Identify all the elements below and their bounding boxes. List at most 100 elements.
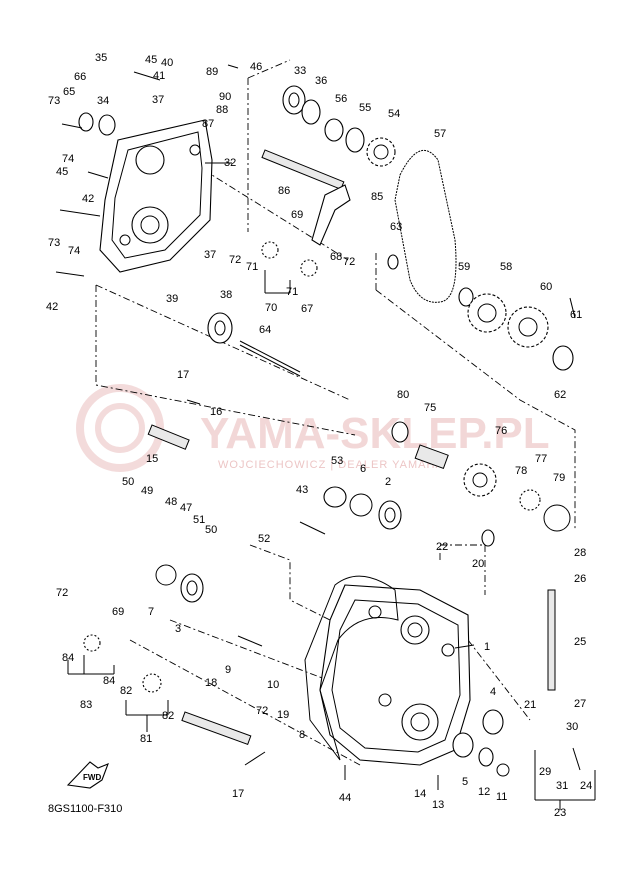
callout-41: 41 bbox=[153, 70, 165, 82]
gears bbox=[83, 137, 549, 693]
callout-24: 24 bbox=[580, 780, 592, 792]
callout-61: 61 bbox=[570, 309, 582, 321]
callout-50b: 50 bbox=[205, 524, 217, 536]
callout-labels: 1 2 3 4 5 6 7 8 9 10 11 12 13 14 15 16 1… bbox=[46, 52, 592, 819]
callout-67: 67 bbox=[301, 303, 313, 315]
forward-arrow-icon: FWD bbox=[66, 761, 109, 789]
callout-13: 13 bbox=[432, 799, 444, 811]
left-case-cover bbox=[99, 119, 213, 273]
callout-84b: 84 bbox=[103, 675, 115, 687]
watermark-subtitle: WOJCIECHOWICZ | DEALER YAMAHA bbox=[218, 459, 444, 471]
callout-69b: 69 bbox=[112, 606, 124, 618]
callout-75: 75 bbox=[424, 402, 436, 414]
callout-79: 79 bbox=[553, 472, 565, 484]
callout-5: 5 bbox=[462, 776, 468, 788]
callout-32: 32 bbox=[224, 157, 236, 169]
callout-78: 78 bbox=[515, 465, 527, 477]
callout-19: 19 bbox=[277, 709, 289, 721]
callout-14: 14 bbox=[414, 788, 426, 800]
callout-37b: 37 bbox=[204, 249, 216, 261]
callout-57: 57 bbox=[434, 128, 446, 140]
fwd-label: FWD bbox=[83, 773, 101, 782]
callout-71b: 71 bbox=[286, 286, 298, 298]
callout-45b: 45 bbox=[56, 166, 68, 178]
bearings bbox=[78, 85, 574, 767]
callout-84: 84 bbox=[62, 652, 74, 664]
callout-71: 71 bbox=[246, 261, 258, 273]
callout-15: 15 bbox=[146, 453, 158, 465]
callout-37: 37 bbox=[152, 94, 164, 106]
callout-35: 35 bbox=[95, 52, 107, 64]
callout-74: 74 bbox=[62, 153, 74, 165]
callout-60: 60 bbox=[540, 281, 552, 293]
callout-81: 81 bbox=[140, 733, 152, 745]
callout-42b: 42 bbox=[46, 301, 58, 313]
diagram-code: 8GS1100-F310 bbox=[48, 803, 122, 815]
callout-72d: 72 bbox=[256, 705, 268, 717]
callout-31: 31 bbox=[556, 780, 568, 792]
callout-54: 54 bbox=[388, 108, 400, 120]
circlips bbox=[155, 493, 571, 777]
callout-59: 59 bbox=[458, 261, 470, 273]
callout-65: 65 bbox=[63, 86, 75, 98]
callout-40: 40 bbox=[161, 57, 173, 69]
callout-42: 42 bbox=[82, 193, 94, 205]
callout-2: 2 bbox=[385, 476, 391, 488]
callout-22: 22 bbox=[436, 541, 448, 553]
callout-73: 73 bbox=[48, 95, 60, 107]
watermark-brand: YAMA-SKLEP.PL bbox=[200, 409, 550, 458]
callout-47: 47 bbox=[180, 502, 192, 514]
callout-62: 62 bbox=[554, 389, 566, 401]
callout-3: 3 bbox=[175, 623, 181, 635]
callout-33: 33 bbox=[294, 65, 306, 77]
callout-52: 52 bbox=[258, 533, 270, 545]
callout-20: 20 bbox=[472, 558, 484, 570]
watermark: YAMA-SKLEP.PL WOJCIECHOWICZ | DEALER YAM… bbox=[76, 384, 550, 472]
callout-6: 6 bbox=[360, 463, 366, 475]
callout-46: 46 bbox=[250, 61, 262, 73]
callout-55: 55 bbox=[359, 102, 371, 114]
callout-29: 29 bbox=[539, 766, 551, 778]
callout-56: 56 bbox=[335, 93, 347, 105]
callout-66: 66 bbox=[74, 71, 86, 83]
callout-76: 76 bbox=[495, 425, 507, 437]
callout-36: 36 bbox=[315, 75, 327, 87]
callout-86: 86 bbox=[278, 185, 290, 197]
callout-8: 8 bbox=[299, 729, 305, 741]
callout-1: 1 bbox=[484, 641, 490, 653]
callout-39: 39 bbox=[166, 293, 178, 305]
callout-27: 27 bbox=[574, 698, 586, 710]
callout-38: 38 bbox=[220, 289, 232, 301]
callout-82: 82 bbox=[120, 685, 132, 697]
callout-12: 12 bbox=[478, 786, 490, 798]
callout-73b: 73 bbox=[48, 237, 60, 249]
callout-43: 43 bbox=[296, 484, 308, 496]
callout-10: 10 bbox=[267, 679, 279, 691]
callout-70: 70 bbox=[265, 302, 277, 314]
callout-87: 87 bbox=[202, 118, 214, 130]
callout-89: 89 bbox=[206, 66, 218, 78]
callout-11: 11 bbox=[496, 791, 507, 803]
callout-18: 18 bbox=[205, 677, 217, 689]
callout-85: 85 bbox=[371, 191, 383, 203]
callout-28: 28 bbox=[574, 547, 586, 559]
callout-16: 16 bbox=[210, 406, 222, 418]
callout-72: 72 bbox=[229, 254, 241, 266]
leader-lines bbox=[67, 162, 596, 810]
callout-26: 26 bbox=[574, 573, 586, 585]
callout-64: 64 bbox=[259, 324, 271, 336]
callout-45: 45 bbox=[145, 54, 157, 66]
shift-fork bbox=[311, 184, 351, 246]
callout-7: 7 bbox=[148, 606, 154, 618]
callout-74b: 74 bbox=[68, 245, 80, 257]
callout-90: 90 bbox=[219, 91, 231, 103]
callout-49: 49 bbox=[141, 485, 153, 497]
callout-53: 53 bbox=[331, 455, 343, 467]
callout-72b: 72 bbox=[343, 256, 355, 268]
callout-17b: 17 bbox=[232, 788, 244, 800]
callout-9: 9 bbox=[225, 664, 231, 676]
callout-83: 83 bbox=[80, 699, 92, 711]
gasket bbox=[304, 575, 399, 761]
